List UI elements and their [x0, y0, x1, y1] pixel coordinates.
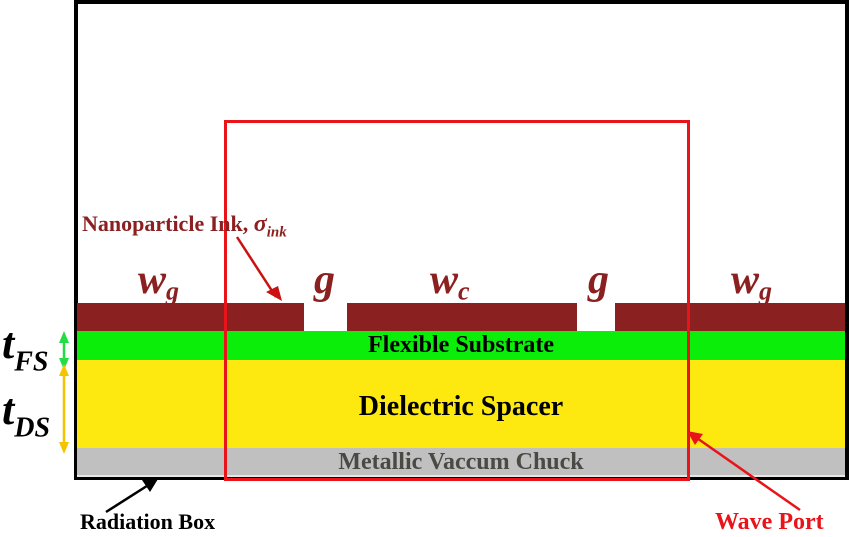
right-ground-width-label: wg	[731, 257, 773, 306]
t-ds-double-arrow-icon	[59, 364, 69, 454]
t-fs-double-arrow-icon	[59, 331, 69, 370]
flexible-substrate-layer: Flexible Substrate	[77, 331, 845, 360]
flexible-substrate-thickness-label: tFS	[2, 319, 49, 378]
right-gap-label: g	[588, 257, 609, 303]
radiation-box-arrow-icon	[105, 479, 158, 514]
center-conductor-strip	[347, 303, 577, 331]
metallic-chuck-label: Metallic Vaccum Chuck	[338, 449, 584, 475]
wave-port-outline	[224, 120, 690, 481]
dielectric-spacer-layer: Dielectric Spacer	[77, 360, 845, 448]
left-ground-width-label: wg	[138, 257, 180, 306]
left-ground-strip	[77, 303, 304, 331]
flexible-substrate-label: Flexible Substrate	[368, 332, 554, 358]
dielectric-spacer-label: Dielectric Spacer	[358, 391, 564, 422]
wave-port-label: Wave Port	[715, 509, 824, 535]
right-ground-strip	[615, 303, 845, 331]
center-conductor-width-label: wc	[430, 257, 470, 306]
dielectric-spacer-thickness-label: tDS	[2, 385, 51, 444]
left-gap-label: g	[314, 257, 335, 303]
radiation-box-label: Radiation Box	[80, 509, 216, 534]
nanoparticle-ink-label: Nanoparticle Ink, σink	[82, 211, 287, 241]
